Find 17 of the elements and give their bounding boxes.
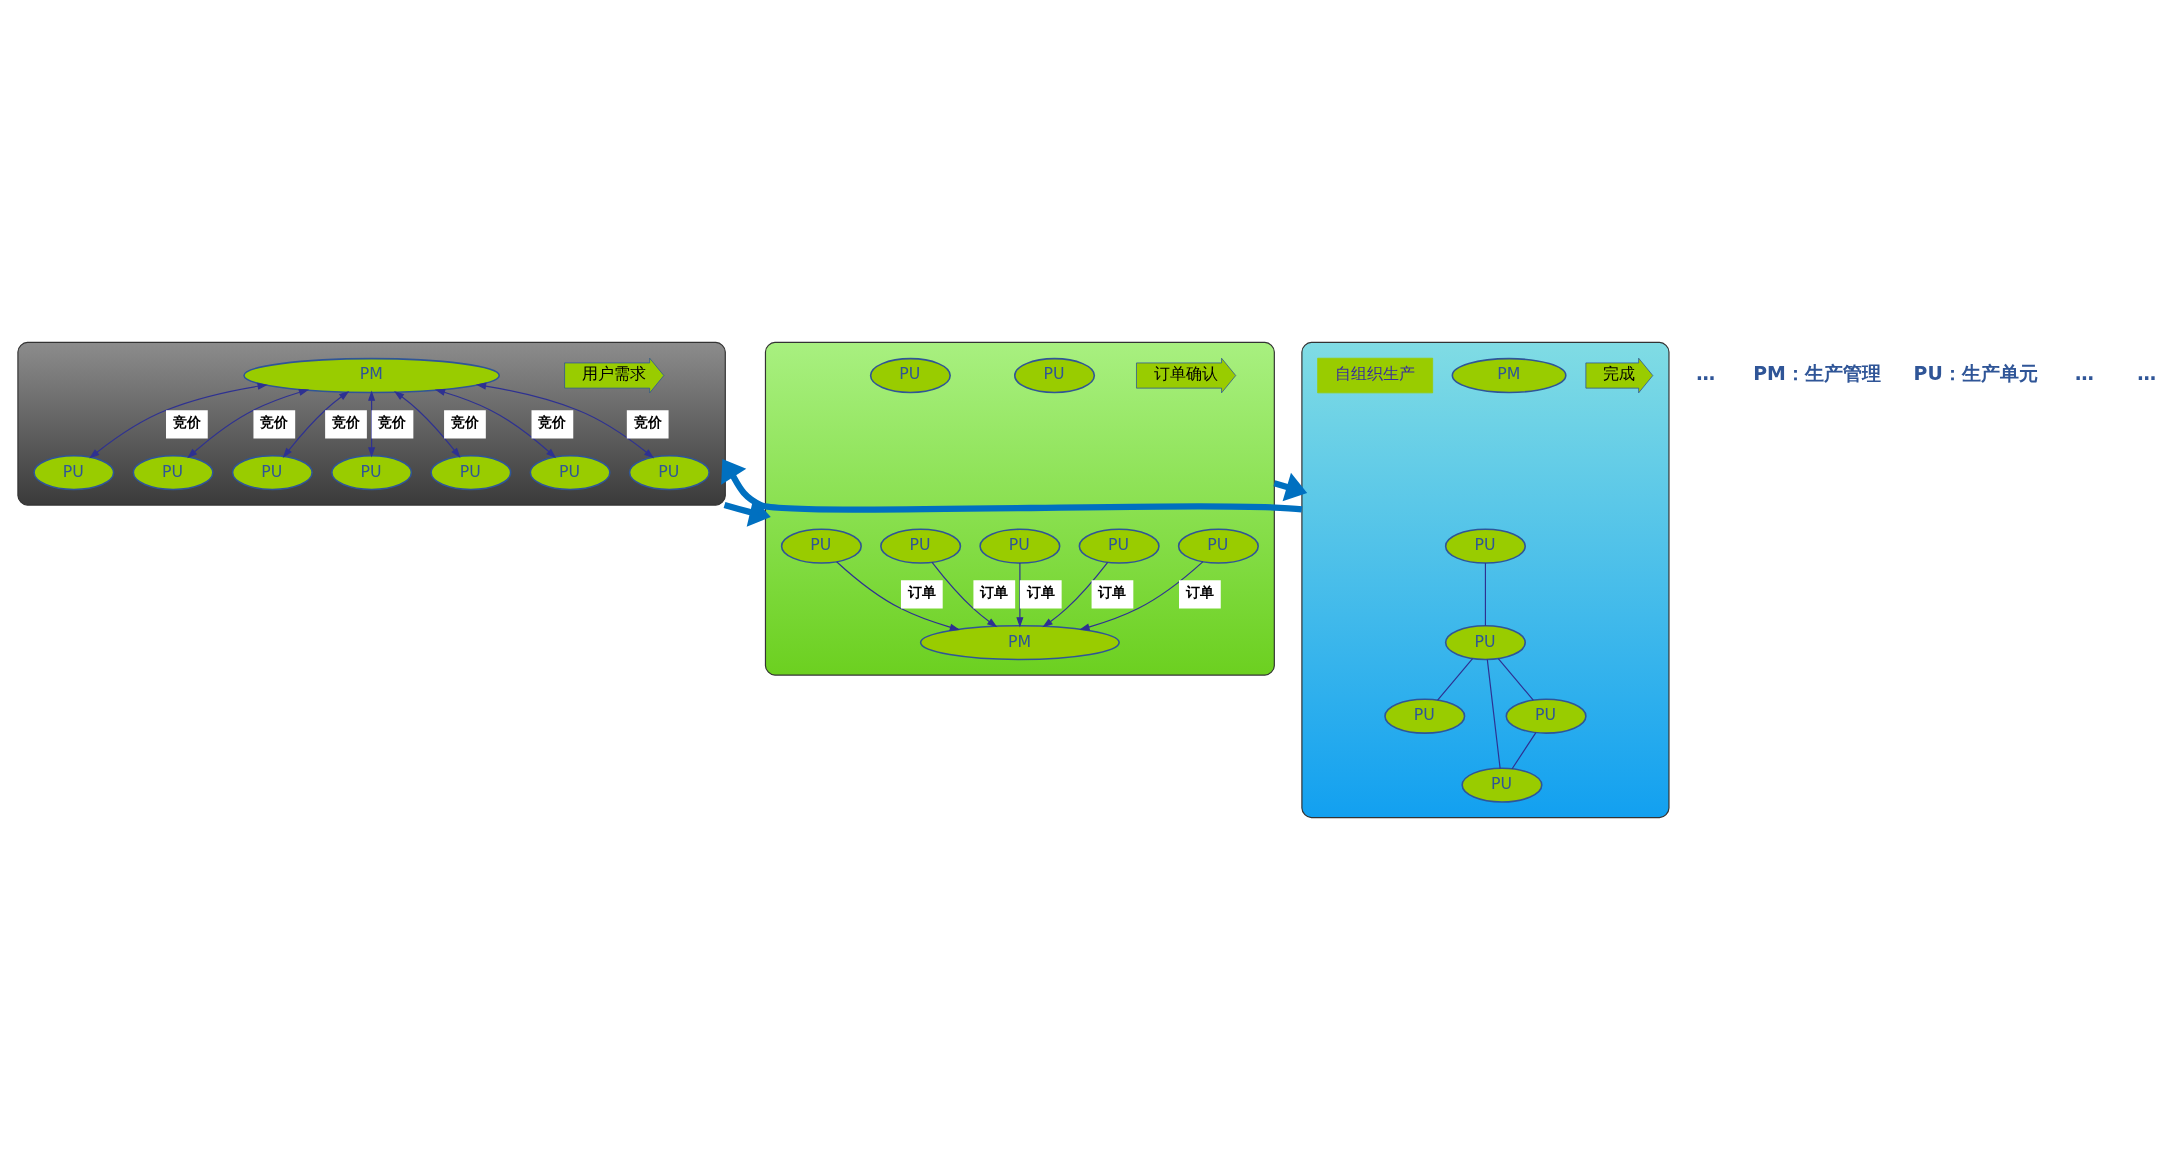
edge-label: 订单 [1098,583,1127,600]
label: … [1696,361,1716,384]
edge-label: 竞价 [260,413,289,430]
edge-label: 竞价 [172,413,201,430]
edge-label: 订单 [980,583,1009,600]
edge-label: 竞价 [450,413,479,430]
label: … [2137,361,2157,384]
edge-label: 订单 [1026,583,1055,600]
edge-label: 订单 [1185,583,1214,600]
label: PU：生产单元 [1913,361,2038,384]
label: PM：生产管理 [1753,361,1881,384]
edge-label: 竞价 [331,413,360,430]
label: … [2075,361,2094,384]
edge-label: 竞价 [538,413,567,430]
edge-label: 竞价 [633,413,662,430]
edge-label: 订单 [907,583,936,600]
edge-label: 竞价 [378,413,407,430]
